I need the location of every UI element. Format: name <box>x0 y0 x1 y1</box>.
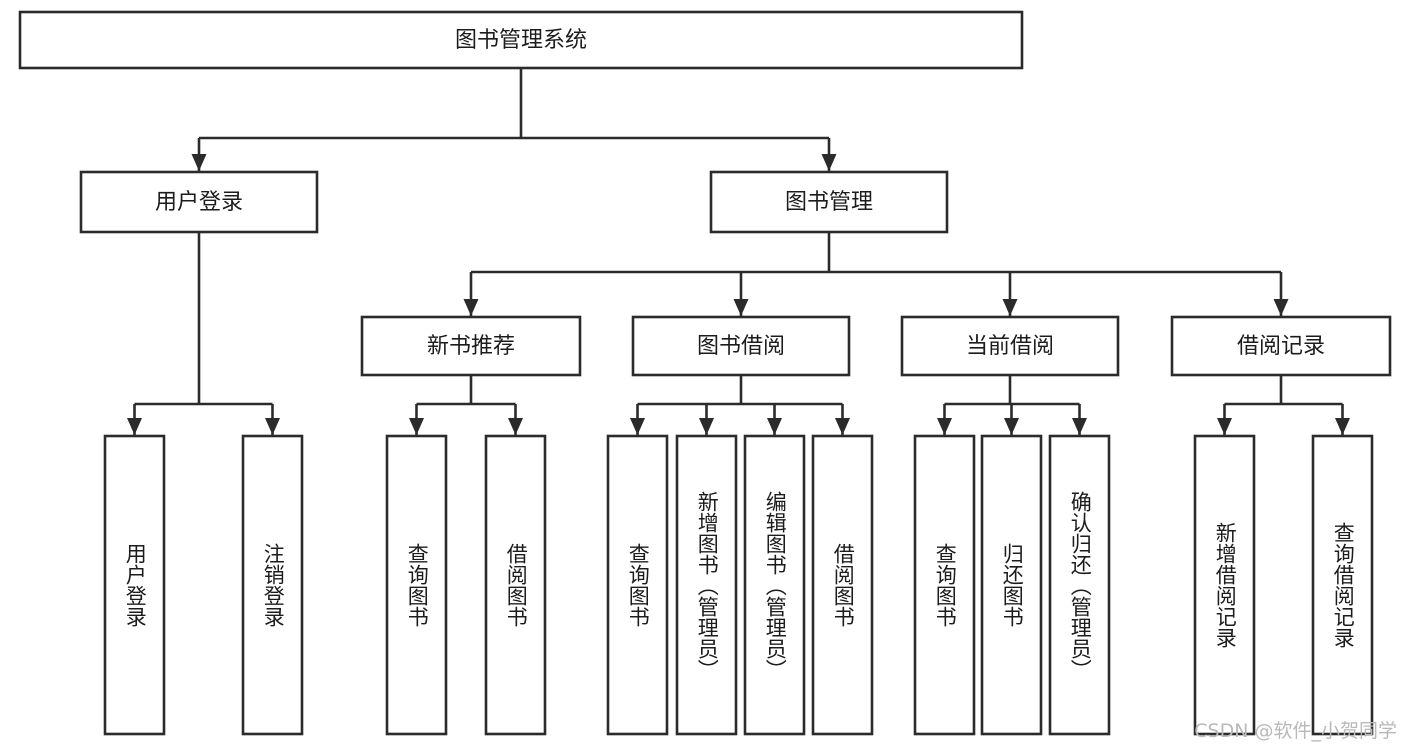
arrowhead-icon <box>1335 418 1350 435</box>
node-leaf-add-book-box[interactable] <box>675 434 738 736</box>
arrowhead-icon <box>1004 418 1019 435</box>
node-book-management-box[interactable] <box>709 170 949 234</box>
node-user-login-box[interactable] <box>79 170 319 234</box>
watermark-text: CSDN @软件_小贺同学 <box>1194 720 1397 742</box>
node-new-book-recommend-label: 新书推荐 <box>427 334 515 359</box>
arrowhead-icon <box>508 418 523 435</box>
node-leaf-edit-book-box[interactable] <box>743 434 806 736</box>
node-leaf-add-borrow-record-box[interactable] <box>1193 434 1256 736</box>
node-root-box[interactable] <box>18 10 1024 70</box>
arrowhead-icon <box>127 418 142 435</box>
arrowhead-icon <box>191 154 207 171</box>
node-borrow-record-box[interactable] <box>1170 315 1392 377</box>
arrowhead-icon <box>733 299 749 316</box>
node-current-borrow-box[interactable] <box>900 315 1120 377</box>
arrowhead-icon <box>937 418 952 435</box>
node-leaf-logout-login-box[interactable] <box>241 434 304 736</box>
arrowhead-icon <box>1002 299 1018 316</box>
arrowhead-icon <box>835 418 850 435</box>
arrowhead-icon <box>1217 418 1232 435</box>
node-leaf-query-borrow-record-box[interactable] <box>1311 434 1374 736</box>
node-leaf-confirm-return-box[interactable] <box>1048 434 1111 736</box>
node-box-layer <box>18 10 1392 736</box>
arrowhead-icon <box>463 299 479 316</box>
arrowhead-icon <box>409 418 424 435</box>
arrowhead-icon <box>1273 299 1289 316</box>
arrowhead-icon <box>767 418 782 435</box>
node-leaf-user-login-box[interactable] <box>103 434 166 736</box>
node-borrow-record-label: 借阅记录 <box>1237 334 1325 359</box>
node-new-book-recommend-box[interactable] <box>360 315 582 377</box>
arrowhead-icon <box>699 418 714 435</box>
node-leaf-query-book-2-box[interactable] <box>606 434 669 736</box>
node-book-borrow-label: 图书借阅 <box>697 334 785 359</box>
arrowhead-icon <box>630 418 645 435</box>
connector-layer <box>127 68 1350 435</box>
node-leaf-borrow-book-1-box[interactable] <box>484 434 547 736</box>
node-leaf-query-book-3-box[interactable] <box>913 434 976 736</box>
node-leaf-return-book-box[interactable] <box>980 434 1043 736</box>
arrowhead-icon <box>1072 418 1087 435</box>
node-book-borrow-box[interactable] <box>631 315 851 377</box>
node-leaf-query-book-1-box[interactable] <box>385 434 448 736</box>
node-current-borrow-label: 当前借阅 <box>966 334 1054 359</box>
arrowhead-icon <box>265 418 280 435</box>
node-user-login-label: 用户登录 <box>155 190 243 215</box>
node-book-management-label: 图书管理 <box>785 190 873 215</box>
node-root-label: 图书管理系统 <box>455 28 587 53</box>
node-leaf-borrow-book-2-box[interactable] <box>811 434 874 736</box>
arrowhead-icon <box>821 154 837 171</box>
